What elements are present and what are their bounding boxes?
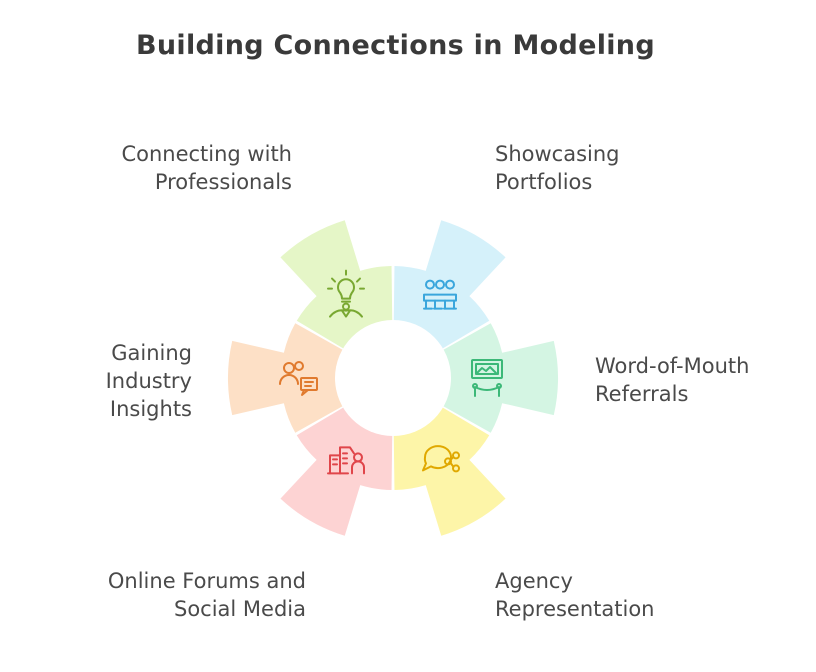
label-line: Connecting with <box>121 142 292 166</box>
label-line: Insights <box>109 397 192 421</box>
label-agency-representation: Agency Representation <box>495 567 655 623</box>
gear-center-hole <box>335 320 451 436</box>
diagram-title: Building Connections in Modeling <box>136 30 655 61</box>
label-line: Social Media <box>173 597 306 621</box>
label-gaining-industry-insights: Gaining Industry Insights <box>106 339 192 423</box>
label-line: Word-of-Mouth <box>595 354 750 378</box>
speech-share-icon <box>422 445 460 473</box>
building-person-icon <box>327 446 365 475</box>
people-meeting-icon <box>423 279 457 310</box>
label-word-of-mouth-referrals: Word-of-Mouth Referrals <box>595 352 749 408</box>
label-line: Referrals <box>595 382 689 406</box>
label-connecting-with-professionals: Connecting with Professionals <box>121 140 292 196</box>
label-line: Gaining <box>111 341 192 365</box>
label-line: Agency <box>495 569 573 593</box>
chat-users-icon <box>279 361 318 396</box>
label-online-forums-social-media: Online Forums and Social Media <box>108 567 306 623</box>
label-line: Online Forums and <box>107 569 306 593</box>
label-line: Showcasing <box>495 142 620 166</box>
label-showcasing-portfolios: Showcasing Portfolios <box>495 140 620 196</box>
gallery-exhibit-icon <box>471 359 503 397</box>
label-line: Portfolios <box>495 170 593 194</box>
lightbulb-idea-icon <box>327 269 365 318</box>
label-line: Industry <box>105 369 192 393</box>
label-line: Representation <box>495 597 655 621</box>
label-line: Professionals <box>154 170 292 194</box>
